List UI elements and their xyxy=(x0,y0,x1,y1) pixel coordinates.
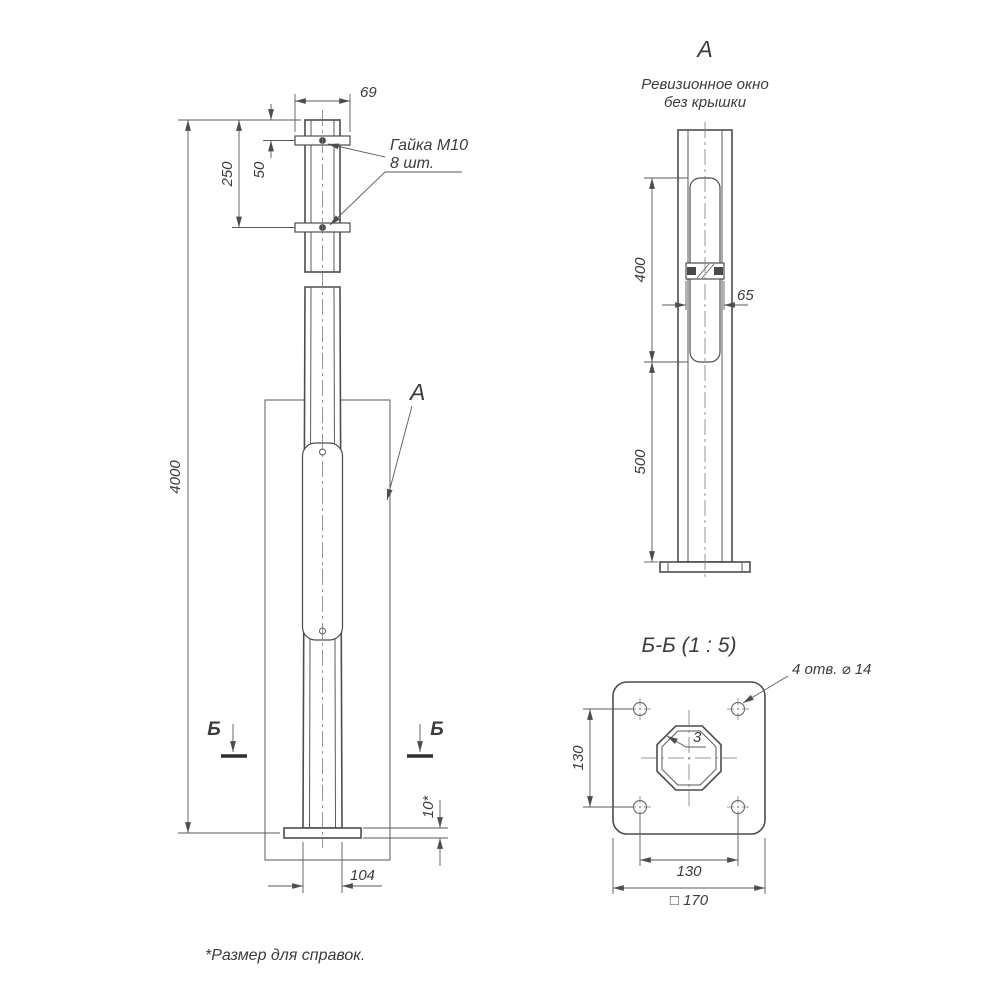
nut-callout-line2: 8 шт. xyxy=(390,155,434,172)
section-marker-right: Б xyxy=(430,719,443,740)
dim-69: 69 xyxy=(360,84,377,101)
lock-bolt-left xyxy=(687,267,696,275)
dim-500: 500 xyxy=(632,449,649,475)
dim-50: 50 xyxy=(251,161,268,178)
section-bb: Б-Б (1 : 5) 4 отв. ⌀ 14 3 130 xyxy=(570,634,871,909)
reference-footnote: *Размер для справок. xyxy=(205,947,365,964)
section-bb-title: Б-Б (1 : 5) xyxy=(641,634,736,657)
front-view: 4000 69 250 50 Гайка М10 8 шт. А Б Б xyxy=(167,84,468,893)
view-a-title: А xyxy=(695,36,712,62)
holes-leader xyxy=(742,675,789,704)
pole-section-inner xyxy=(661,730,717,786)
wall-leader xyxy=(666,735,706,748)
leader-line xyxy=(329,171,386,226)
dim-130-vertical: 130 xyxy=(570,745,587,771)
dim-130-horizontal: 130 xyxy=(676,863,702,880)
dim-wall-3: 3 xyxy=(693,729,702,746)
dim-104: 104 xyxy=(350,867,375,884)
hatch-line xyxy=(696,263,710,279)
view-a-subtitle-1: Ревизионное окно xyxy=(641,76,768,93)
dim-250: 250 xyxy=(219,161,236,188)
view-a-subtitle-2: без крышки xyxy=(664,94,747,111)
dim-4000: 4000 xyxy=(167,460,184,494)
lock-bolt-right xyxy=(714,267,723,275)
view-a-leader xyxy=(386,405,413,501)
section-marker-left: Б xyxy=(207,719,220,740)
dim-170: □ 170 xyxy=(670,892,709,909)
view-a-marker: А xyxy=(408,379,425,405)
view-a: А Ревизионное окно без крышки 400 500 xyxy=(632,36,769,580)
dim-65: 65 xyxy=(737,287,754,304)
leader-line xyxy=(327,143,386,158)
dim-400: 400 xyxy=(632,257,649,283)
dim-10: 10* xyxy=(420,795,437,819)
holes-callout: 4 отв. ⌀ 14 xyxy=(792,661,871,678)
hatch-line xyxy=(701,263,715,279)
nut-callout-line1: Гайка М10 xyxy=(390,137,468,154)
